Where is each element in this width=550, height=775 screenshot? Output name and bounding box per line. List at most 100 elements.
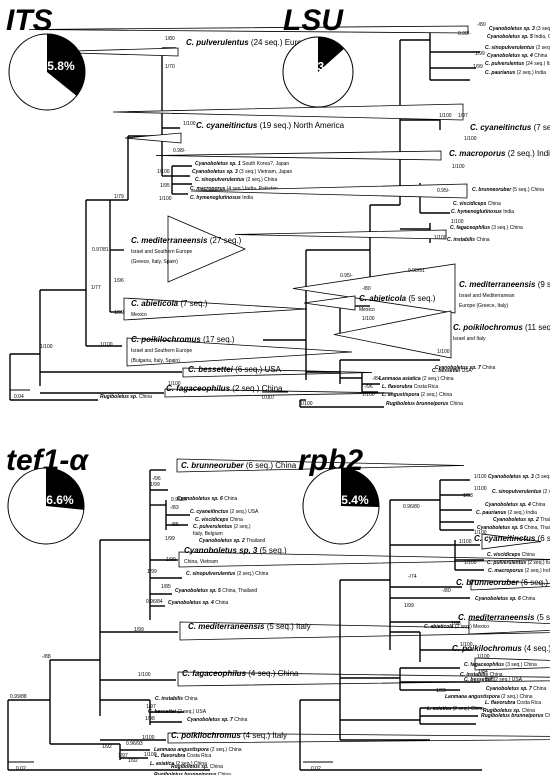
taxon-label: C. mediterraneensis (5 seq.) Italy — [188, 622, 311, 631]
taxon-detail: (7 seq.) USA — [531, 123, 550, 132]
taxon-label: C. hymenoglutinosus India — [190, 195, 253, 201]
taxon-detail: China — [228, 517, 243, 523]
scale-bar-label: 0.02 — [311, 766, 321, 772]
support-value: -/80 — [362, 286, 371, 292]
taxon-detail: China — [486, 201, 501, 207]
collapsed-clade-triangle — [123, 297, 308, 321]
support-value: 1/98 — [145, 716, 155, 722]
support-value: 1/99 — [475, 51, 485, 57]
taxon-name: C. instabilis — [155, 696, 183, 702]
taxon-name: C. brunneoruber — [456, 578, 520, 587]
support-value: 1/99 — [166, 557, 176, 563]
taxon-name: Cyanoboletus sp. 4 — [168, 600, 214, 606]
taxon-label: Rugiboletus brunneiporus China — [386, 401, 463, 407]
support-value: 1/99 — [150, 482, 160, 488]
taxon-detail: China — [449, 401, 464, 407]
pie-percent-label: 13.4% — [311, 59, 345, 73]
tree-branches — [299, 479, 484, 771]
taxon-label: C. bessettei (6 seq.) USA — [188, 365, 282, 374]
taxon-detail: China — [531, 502, 546, 508]
taxon-detail: (2 seq.) India — [515, 70, 546, 76]
taxon-detail: Thailand — [539, 517, 550, 523]
support-value: 1/77 — [91, 285, 101, 291]
support-value: 1/100 — [362, 392, 375, 398]
taxon-detail: (3 seq.) China, Vietnam — [535, 26, 550, 32]
taxon-detail: India — [241, 195, 253, 201]
taxon-detail: (17 seq.) — [201, 335, 235, 344]
taxon-name: C. mediterraneensis — [458, 613, 535, 622]
pie-slice — [341, 468, 379, 507]
taxon-detail: China — [217, 772, 232, 775]
support-value: 1/100 — [40, 344, 53, 350]
taxon-label: C. abieticola (7 seq.) — [131, 299, 208, 308]
taxon-label: C. brunneoruber (6 seq.) China — [181, 461, 297, 470]
taxon-name: C. viscidiceps — [453, 201, 487, 207]
taxon-detail: China — [223, 496, 238, 502]
taxon-name: C. brunneoruber — [181, 461, 245, 470]
collapsed-clade-triangle — [470, 579, 550, 591]
taxon-detail: South Korea?, Japan — [241, 161, 290, 167]
support-value: 1/100 — [439, 113, 452, 119]
taxon-name: C. instabilis — [460, 672, 488, 678]
taxon-name: C. abieticola — [424, 624, 454, 630]
lsu-tree-panel: LSU 13.4% 0.007 -/80 Cyanoboletus sp. 3 (3 s… — [28, 4, 550, 408]
collapsed-clade-triangle — [474, 657, 550, 671]
taxon-label: Cyanoboletus sp. 4 China — [168, 600, 229, 606]
collapsed-clade-triangle — [179, 621, 550, 641]
taxon-detail: (5 seq.) — [406, 294, 436, 303]
taxon-name: C. sinopulverulentus — [195, 177, 245, 183]
taxon-name: C. bessettei — [148, 709, 177, 715]
support-value: (Bulgaria, Italy, Spain) — [131, 358, 180, 364]
support-value: 1/100 — [434, 235, 447, 241]
support-value: 0.96/84 — [146, 599, 163, 605]
conservation-pie-chart: 35.8% — [8, 33, 86, 111]
taxon-detail: (2 seq.) China — [174, 761, 207, 767]
taxon-label: Cyanoboletus sp. 7 China — [486, 686, 547, 692]
taxon-label: Cyanoboletus sp. 3 (3 seq.) China, Vietn… — [489, 26, 550, 32]
taxon-name: Rugiboletus brunneiporus — [386, 401, 449, 407]
lsu-title: LSU — [283, 4, 344, 37]
taxon-name: C. abieticola — [359, 294, 407, 303]
support-value: 0.96/80 — [403, 504, 420, 510]
support-value: Israel and Italy — [453, 336, 486, 342]
taxon-name: C. sinopulverulentus — [485, 45, 535, 51]
taxon-label: C. viscidiceps China — [487, 552, 535, 558]
taxon-detail: China, Thailand — [523, 525, 550, 531]
taxon-detail: (3 seq.) China — [490, 225, 523, 231]
scale-bar-label: 0.007 — [262, 395, 275, 401]
conservation-pie-chart: 25.4% — [302, 467, 380, 545]
taxon-detail: (9 seq.) — [535, 280, 550, 289]
support-value: 1/100 — [474, 474, 487, 480]
taxon-detail: (2 seq.) China — [209, 747, 242, 753]
taxon-label: L. flavorubra Costa Rica — [485, 700, 541, 706]
taxon-detail: (24 seq.) Europe — [249, 38, 311, 47]
taxon-name: Cyanoboletus sp. 5 — [487, 34, 533, 40]
taxon-name: Cyanoboletus sp. 2 — [493, 517, 539, 523]
support-value: 1/99 — [147, 569, 157, 575]
support-value: 1/100 — [451, 219, 464, 225]
taxon-name: C. cyaneitinctus — [474, 534, 536, 543]
taxon-label: Cyanoboletus sp. 7 China — [187, 717, 248, 723]
taxon-label: C. brunneoruber (6 seq.) China — [456, 578, 550, 587]
taxon-label: Cyanoboletus sp. 4 China — [485, 502, 546, 508]
taxon-detail: (2 seq.) — [232, 524, 251, 530]
support-value: 1/100 — [474, 530, 487, 536]
taxon-detail: India, China — [533, 34, 550, 40]
taxon-name: C. poikilochromus — [452, 644, 522, 653]
taxon-detail: (6 seq.) USA — [535, 534, 550, 543]
taxon-label: C. pulverulentus (24 seq.) Europe — [186, 38, 311, 47]
support-value: Italy, Belgium — [193, 531, 223, 537]
taxon-detail: (5 seq.) China — [511, 187, 544, 193]
taxon-label: L. asiatica (2 seq.) China — [150, 761, 207, 767]
taxon-label: Rugiboletus brunneiporus China — [481, 713, 550, 719]
support-value: 1/99 — [134, 627, 144, 633]
taxon-name: C. poikilochromus — [171, 731, 241, 740]
support-value: 1/100 — [459, 539, 472, 545]
taxon-label: Cyanoboletus sp. 3 (3 seq.) — [488, 474, 550, 480]
taxon-label: Lanmaoa asiatica (2 seq.) China — [379, 376, 454, 382]
taxon-name: L. flavorubra — [382, 384, 413, 390]
taxon-name: C. mediterraneensis — [131, 236, 208, 245]
